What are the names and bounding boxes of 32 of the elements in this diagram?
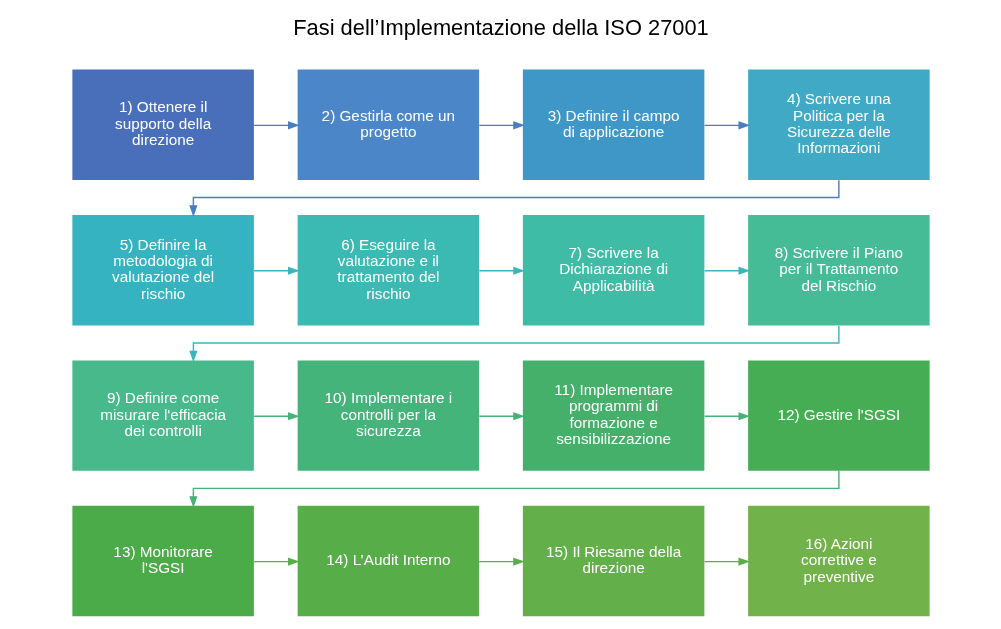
node-box: 6) Eseguire la valutazione e il trattamento del rischio [297,215,479,326]
arrow [252,121,300,130]
node-box: 2) Gestirla come un progetto [297,69,479,180]
diagram-title: Fasi dell’Implementazione della ISO 27001 [292,14,709,40]
arrow [703,412,750,421]
node-box: 14) L’Audit Interno [297,505,479,617]
arrow [703,557,750,566]
arrow [252,266,300,275]
arrow [478,266,525,275]
node-box: 9) Definire come misurare l'efficacia dei controlli [71,360,254,471]
node-box: 12) Gestire l'SGSI [747,360,930,471]
node-box: 8) Scrivere il Piano per il Trattamento del Rischio [747,215,930,326]
node-box: 13) Monitorare l'SGSI [71,505,254,617]
node-box: 15) Il Riesame della direzione [522,505,704,617]
node-box: 11) Implementare programmi di formazione e sensibilizzazione [522,360,704,471]
node-box: 5) Definire la metodologia di valutazione del rischio [71,215,254,326]
node-box: 3) Definire il campo di applicazione [522,69,704,180]
node-box: 4) Scrivere una Politica per la Sicurezza delle Informazioni [747,69,930,180]
node-box: 1) Ottenere il supporto della direzione [71,69,254,180]
arrow [188,325,840,363]
arrow [478,121,525,130]
node-box: 7) Scrivere la Dichiarazione di Applicabilità [522,215,704,326]
node-box: 16) Azioni correttive e preventive [747,505,930,617]
arrow [188,470,840,508]
arrow [252,557,300,566]
arrow [478,557,525,566]
arrow [188,179,840,217]
arrow [252,412,300,421]
arrow [478,412,525,421]
arrow [703,266,750,275]
node-box: 10) Implementare i controlli per la sicurezza [297,360,479,471]
arrow [703,121,750,130]
